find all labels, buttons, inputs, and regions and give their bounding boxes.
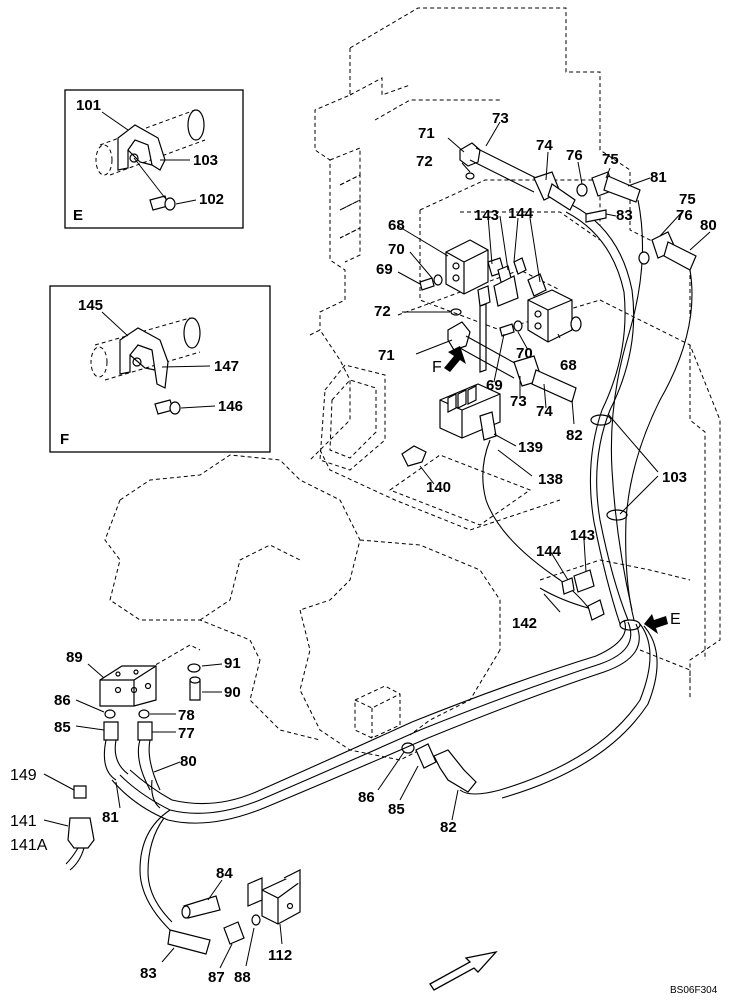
part-label: 89 [66,649,83,666]
view-arrow-f-icon [444,346,466,372]
part-label: 69 [376,261,393,278]
label-e-101: 101 [76,97,101,114]
leader-lines [43,121,711,969]
direction-arrow-icon [429,950,498,991]
part-labels: 73 71 72 74 76 75 81 83 76 75 80 143 144… [10,110,717,986]
part-label: 75 [602,151,619,168]
label-f-147: 147 [214,358,239,375]
label-e-103: 103 [193,152,218,169]
part-label: 68 [560,357,577,374]
detail-f-title: F [60,431,69,448]
part-label: 143 [474,207,499,224]
part-label: 70 [388,241,405,258]
part-label: 69 [486,377,503,394]
part-label: 140 [426,479,451,496]
part-label: 72 [374,303,391,320]
main-hose-run [111,619,658,931]
part-label: 72 [416,153,433,170]
part-label: 141A [10,837,48,854]
part-label: 87 [208,969,225,986]
part-label: 74 [536,137,553,154]
part-label: 86 [54,692,71,709]
part-label: 85 [54,719,71,736]
part-label: 82 [440,819,457,836]
part-label: 144 [508,205,534,222]
part-label: 82 [566,427,583,444]
part-label: 81 [102,809,119,826]
label-f-146: 146 [218,398,243,415]
part-label: 83 [616,207,633,224]
part-label: 74 [536,403,553,420]
part-label: 144 [536,543,562,560]
part-label: 78 [178,707,195,724]
part-label: 71 [418,125,435,142]
detail-view-e [64,89,244,229]
part-label: 81 [650,169,667,186]
part-label: 76 [676,207,693,224]
drawing-code: BS06F304 [670,985,718,996]
part-label: 149 [10,767,37,784]
part-label: 83 [140,965,157,982]
part-label: 70 [516,345,533,362]
part-label: 76 [566,147,583,164]
upper-hose-assembly [401,142,697,631]
lower-fittings [65,663,477,955]
part-label: 139 [518,439,543,456]
part-label: 141 [10,813,37,830]
part-label: 77 [178,725,195,742]
part-label: 138 [538,471,563,488]
part-label: 73 [510,393,527,410]
part-label: 103 [662,469,687,486]
part-label: 80 [180,753,197,770]
label-f-145: 145 [78,297,103,314]
part-label: 91 [224,655,241,672]
label-e-102: 102 [199,191,224,208]
part-label: 90 [224,684,241,701]
part-label: 68 [388,217,405,234]
part-label: 142 [512,615,537,632]
detail-e-title: E [73,207,83,224]
view-arrow-e-icon [644,614,668,634]
part-label: 80 [700,217,717,234]
part-label: 112 [268,947,292,964]
part-label: 86 [358,789,375,806]
view-arrow-e-label: E [670,611,681,628]
part-label: 88 [234,969,251,986]
part-label: 71 [378,347,395,364]
view-arrow-f-label: F [432,359,442,376]
detail-view-f [49,285,271,453]
part-label: 85 [388,801,405,818]
part-label: 73 [492,110,509,127]
part-label: 143 [570,527,595,544]
part-label: 84 [216,865,233,882]
part-label: 75 [679,191,696,208]
